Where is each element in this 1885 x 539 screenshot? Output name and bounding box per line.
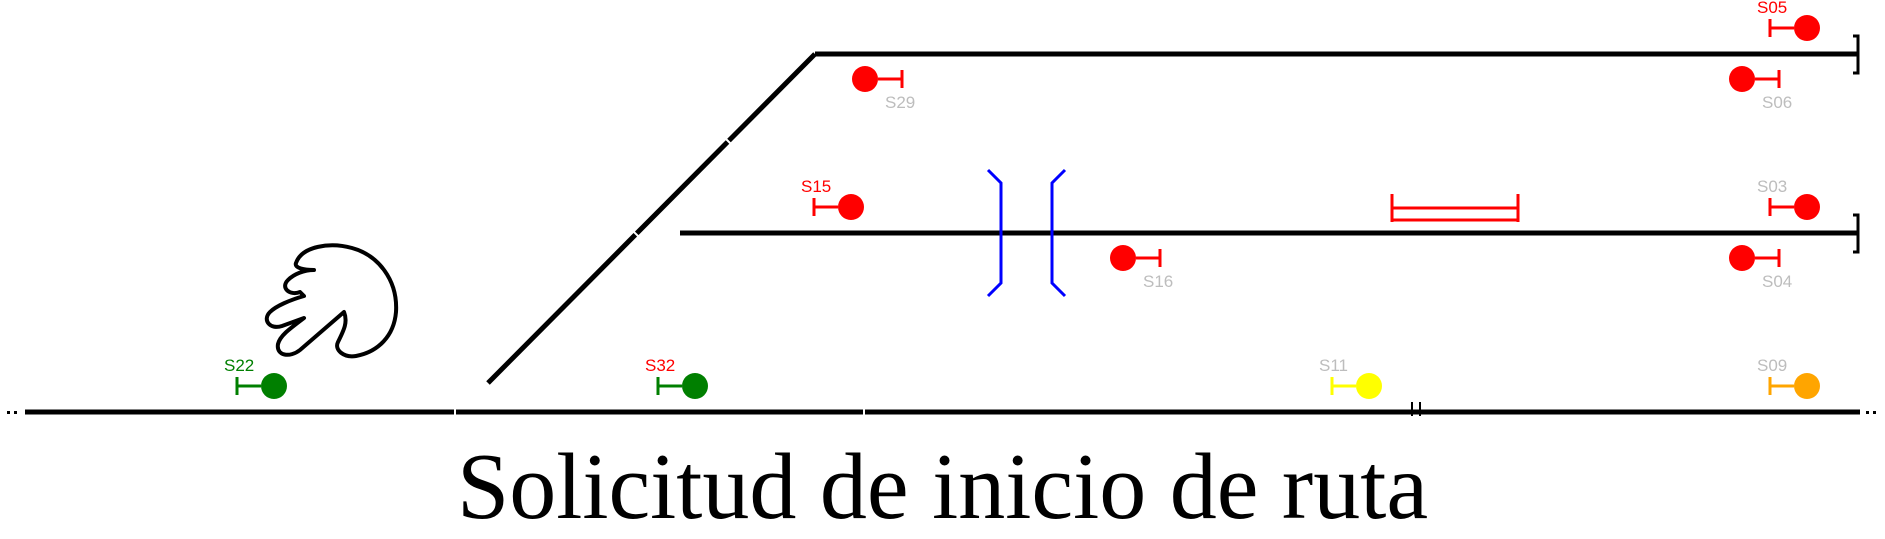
signal-label: S32 — [645, 356, 675, 375]
signal-s32[interactable]: S32 — [645, 356, 708, 399]
signal-lamp[interactable] — [1794, 373, 1820, 399]
signal-label: S15 — [801, 177, 831, 196]
track-joint — [724, 137, 732, 145]
signal-lamp[interactable] — [838, 194, 864, 220]
insulated-joint — [1411, 402, 1421, 416]
signal-lamp[interactable] — [1729, 245, 1755, 271]
track-joint — [631, 229, 639, 237]
signal-s22[interactable]: S22 — [224, 356, 287, 399]
dot — [7, 411, 10, 414]
buffer-stop-upper — [1853, 34, 1860, 75]
signal-lamp[interactable] — [1794, 194, 1820, 220]
signal-label: S11 — [1319, 356, 1348, 375]
signal-s09[interactable]: S09 — [1757, 356, 1820, 399]
tracks — [25, 34, 1860, 415]
bridge-symbol — [986, 168, 1067, 298]
track-joints — [454, 137, 865, 416]
signal-lamp[interactable] — [1110, 245, 1136, 271]
signal-label: S16 — [1143, 272, 1173, 291]
signal-lamp[interactable] — [852, 66, 878, 92]
track-diagonal-crossover[interactable] — [486, 52, 817, 385]
signal-lamp[interactable] — [1356, 373, 1382, 399]
signal-lamp[interactable] — [1729, 66, 1755, 92]
bridge-right — [1050, 168, 1067, 298]
dot — [14, 411, 17, 414]
signal-label: S03 — [1757, 177, 1787, 196]
signal-s15[interactable]: S15 — [801, 177, 864, 220]
signal-s29[interactable]: S29 — [852, 66, 915, 112]
signal-s06[interactable]: S06 — [1729, 66, 1792, 112]
signal-label: S04 — [1762, 272, 1792, 291]
platform — [1390, 194, 1520, 222]
signal-label: S29 — [885, 93, 915, 112]
caption: Solicitud de inicio de ruta — [456, 435, 1429, 539]
track-continuation-dots — [7, 411, 1876, 414]
pointing-hand-icon — [264, 243, 399, 359]
signal-lamp[interactable] — [682, 373, 708, 399]
bridge-left — [986, 168, 1003, 298]
signal-s04[interactable]: S04 — [1729, 245, 1792, 291]
buffer-stop-middle — [1853, 213, 1860, 254]
signal-s05[interactable]: S05 — [1757, 0, 1820, 41]
dot — [1873, 411, 1876, 414]
platform-body — [1390, 206, 1520, 222]
signal-s11[interactable]: S11 — [1319, 356, 1382, 399]
signal-label: S05 — [1757, 0, 1787, 17]
dot — [1866, 411, 1869, 414]
signal-label: S22 — [224, 356, 254, 375]
signal-s16[interactable]: S16 — [1110, 245, 1173, 291]
signal-lamp[interactable] — [1794, 15, 1820, 41]
signal-label: S09 — [1757, 356, 1787, 375]
signal-s03[interactable]: S03 — [1757, 177, 1820, 220]
signal-label: S06 — [1762, 93, 1792, 112]
signal-lamp[interactable] — [261, 373, 287, 399]
